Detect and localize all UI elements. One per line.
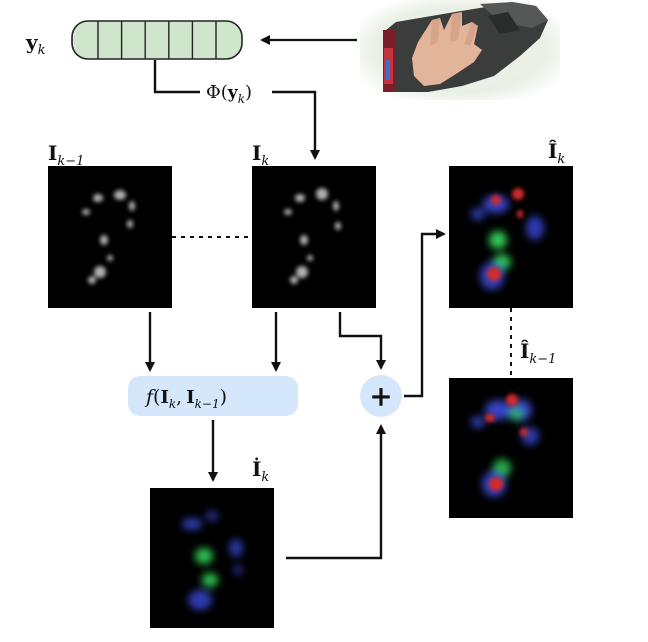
arrow-derivative-to-sum [286,424,386,560]
sum-node-symbol: + [369,380,392,413]
arrow-curr-to-sum [338,312,386,370]
frame-pred-prev-image [449,378,573,518]
sensor-vector-cells [97,21,217,59]
frame-prev-label: Ik−1 [48,141,84,169]
frame-curr-label: Ik [252,141,269,169]
function-block [128,376,298,416]
sensor-vector-bar [71,20,243,60]
frame-derivative-image [150,488,274,628]
frame-pred-curr-label: Îk [548,139,565,167]
function-block-label: f(Ik,Ik−1) [144,386,227,411]
frame-pred-prev-label: Îk−1 [520,339,556,367]
arrow-feature-to-current-frame [153,60,315,158]
frame-derivative-label: İk [252,457,269,485]
frame-curr-image [252,166,376,308]
arrow-sum-to-prediction [404,229,446,398]
frame-prev-image [48,166,172,308]
glove-hand-photo [360,0,560,100]
frame-pred-curr-image [449,166,573,308]
sensor-vector-label: yk [25,30,46,58]
feature-map-label: Φ(yk) [206,82,252,106]
sum-node [360,375,402,417]
sensor-vector [71,20,243,60]
